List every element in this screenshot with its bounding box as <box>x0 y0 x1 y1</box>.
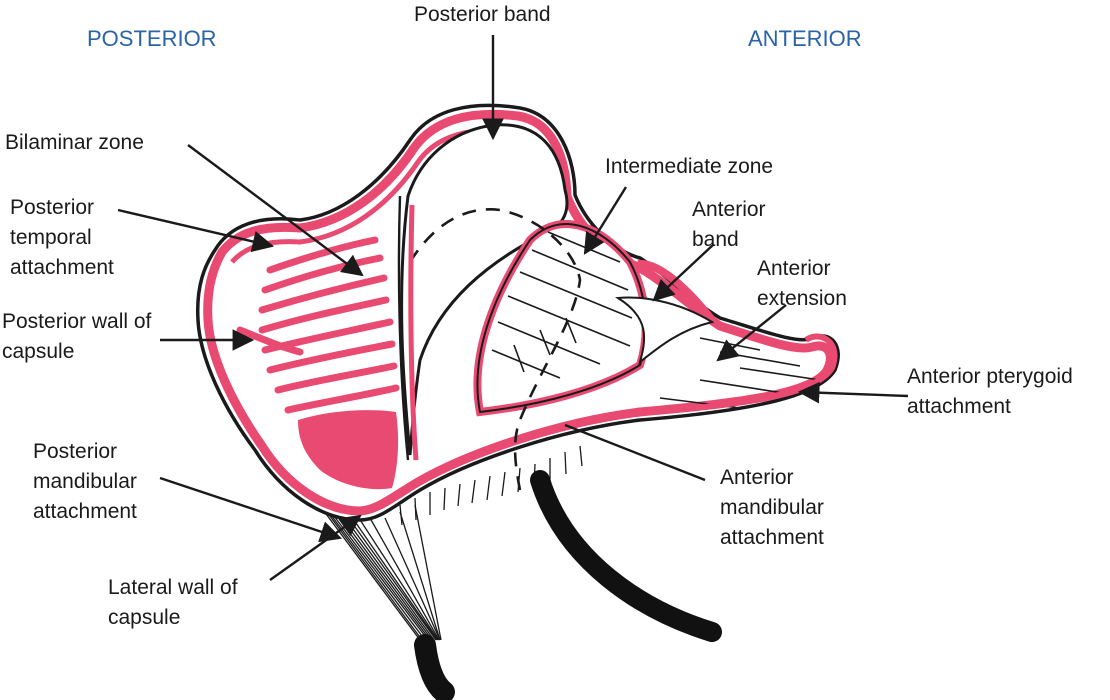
bilaminar-dense-region <box>298 410 399 490</box>
leader-arrows <box>117 35 909 581</box>
label-line: Posterior <box>10 196 95 219</box>
arrow-posterior-temporal-attachment <box>117 208 275 253</box>
label-bilaminar-zone: Bilaminar zone <box>5 128 144 158</box>
arrow-anterior-band <box>652 243 715 302</box>
arrow-anterior-extension <box>716 304 787 362</box>
arrow-posterior-mandibular-attachment <box>159 476 343 543</box>
label-posterior-band-text: Posterior band <box>414 3 551 26</box>
label-line: Anterior <box>757 257 831 280</box>
label-posterior-temporal-attachment: Posterior temporal attachment <box>10 193 114 283</box>
synovial-lining <box>203 109 835 516</box>
posterior-band-edge <box>397 195 410 461</box>
arrow-intermediate-zone <box>583 186 628 255</box>
label-line: Anterior <box>720 466 794 489</box>
label-line: mandibular <box>720 496 824 519</box>
label-line: temporal <box>10 226 92 249</box>
label-line: attachment <box>720 526 824 549</box>
label-line: Posterior <box>33 440 118 463</box>
line-anterior-mandibular-attachment <box>564 423 706 482</box>
label-posterior-mandibular-attachment: Posterior mandibular attachment <box>33 437 137 527</box>
label-line: Posterior wall of <box>2 310 152 333</box>
condyle-dashed-outline <box>408 208 582 491</box>
label-intermediate-zone: Intermediate zone <box>605 152 773 182</box>
arrow-anterior-pterygoid-attachment <box>797 381 909 404</box>
anterior-extension-lining <box>649 333 838 415</box>
posterior-direction-label: POSTERIOR <box>87 26 217 51</box>
label-anterior-mandibular-attachment: Anterior mandibular attachment <box>720 463 824 553</box>
arrow-lateral-wall-of-capsule <box>269 514 362 581</box>
label-line: Anterior pterygoid <box>907 365 1073 388</box>
label-line: Lateral wall of <box>108 576 238 599</box>
label-anterior-extension: Anterior extension <box>757 254 847 314</box>
label-posterior-band: Posterior band <box>414 0 551 30</box>
intermediate-zone-outline <box>476 223 647 414</box>
bilaminar-zone-stripes <box>236 236 400 414</box>
label-intermediate-zone-text: Intermediate zone <box>605 155 774 178</box>
label-line: attachment <box>10 256 114 279</box>
label-anterior-pterygoid-attachment: Anterior pterygoid attachment <box>907 362 1073 422</box>
label-line: attachment <box>907 395 1011 418</box>
anterior-direction-label: ANTERIOR <box>748 26 862 51</box>
label-line: attachment <box>33 500 137 523</box>
label-line: mandibular <box>33 470 137 493</box>
label-line: band <box>692 228 739 251</box>
arrow-bilaminar-zone <box>187 144 364 277</box>
label-line: Anterior <box>692 198 766 221</box>
posterior-band-lining <box>408 204 419 461</box>
label-anterior-band: Anterior band <box>692 195 766 255</box>
label-bilaminar-zone-text: Bilaminar zone <box>5 131 144 154</box>
condyle-tip <box>414 634 455 700</box>
label-line: capsule <box>108 606 181 629</box>
label-posterior-wall-of-capsule: Posterior wall of capsule <box>2 307 151 367</box>
label-line: capsule <box>2 340 75 363</box>
condyle-neck <box>530 470 722 642</box>
label-lateral-wall-of-capsule: Lateral wall of capsule <box>108 573 238 633</box>
label-line: extension <box>757 287 847 310</box>
